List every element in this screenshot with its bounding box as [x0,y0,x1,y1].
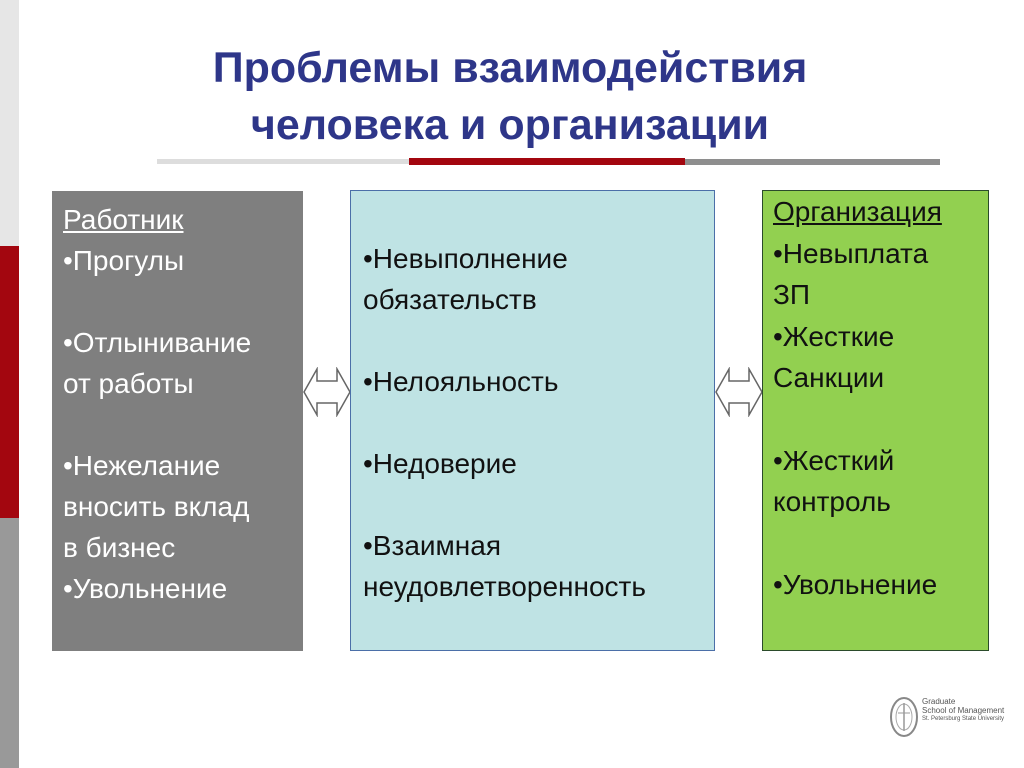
title-underline-center [409,158,685,165]
double-arrow-right [715,367,763,417]
spacer [363,402,714,443]
organization-item: контроль [773,486,891,517]
logo-line-1: Graduate [922,697,956,706]
logo-line-3: St. Petersburg State University [922,716,1005,722]
organization-box: Организация •Невыплата ЗП •Жесткие Санкц… [762,190,989,651]
slide-title: Проблемы взаимодействия человека и орган… [120,40,900,154]
worker-item: •Прогулы [63,245,185,276]
worker-heading: Работник [63,204,184,235]
title-line-2: человека и организации [250,101,770,149]
organization-item: •Невыплата [773,237,929,269]
middle-item: •Взаимная [363,530,501,561]
middle-item: •Нелояльность [363,366,559,397]
title-underline-left [157,159,409,164]
side-bar-gray-top [0,0,19,246]
double-arrow-left [303,367,351,417]
middle-item: •Недоверие [363,448,517,479]
university-logo-text: Graduate School of Management St. Peters… [922,697,1004,724]
title-underline-right [685,159,940,165]
worker-item: •Нежелание [63,450,221,481]
side-bar-gray-bottom [0,518,19,768]
spacer [63,404,303,445]
organization-item: •Увольнение [773,568,938,600]
worker-item: вносить вклад [63,491,250,522]
middle-item: неудовлетворенность [363,571,646,602]
spacer [773,523,988,564]
organization-heading: Организация [773,196,942,227]
organization-item: •Жесткие [773,320,895,352]
middle-item: обязательств [363,284,537,315]
title-line-1: Проблемы взаимодействия [212,44,808,92]
worker-item: •Отлынивание [63,327,252,358]
spacer [363,484,714,525]
university-emblem-icon [890,697,918,737]
worker-item: •Увольнение [63,573,228,604]
logo-line-2: School of Management [922,706,1005,715]
spacer [773,399,988,440]
organization-item: ЗП [773,279,811,310]
spacer [363,320,714,361]
organization-item: •Жесткий [773,444,895,476]
worker-item: от работы [63,368,194,399]
side-bar-red [0,246,19,518]
interaction-box: •Невыполнение обязательств •Нелояльность… [350,190,715,651]
worker-box: Работник •Прогулы •Отлынивание от работы… [52,191,303,651]
worker-item: в бизнес [63,532,176,563]
spacer [63,281,303,322]
middle-item: •Невыполнение [363,243,568,274]
organization-item: Санкции [773,362,885,393]
